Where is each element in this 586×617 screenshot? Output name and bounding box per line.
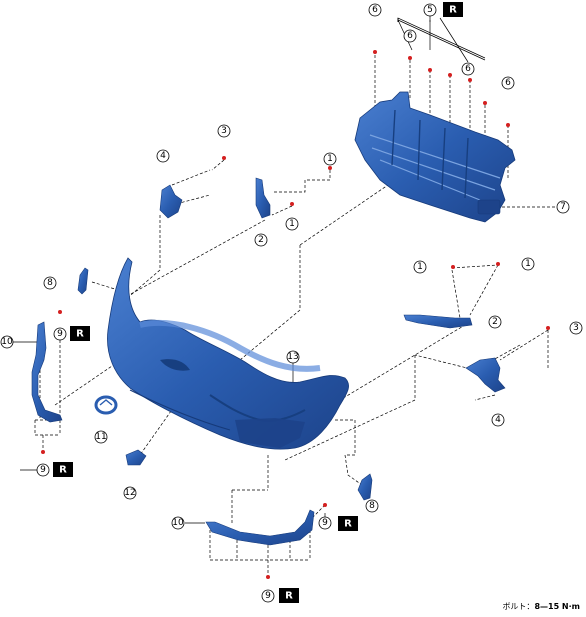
callout-12: 12 xyxy=(123,486,137,500)
callout-4-left: 4 xyxy=(156,149,170,163)
fastener-markers xyxy=(41,50,550,579)
callout-1-mid: 1 xyxy=(285,217,299,231)
svg-text:9: 9 xyxy=(40,465,46,475)
callout-11: 11 xyxy=(94,430,108,444)
callout-2-left: 2 xyxy=(254,233,268,247)
callout-6-a: 6 xyxy=(368,3,382,17)
callout-1-upper: 1 xyxy=(323,152,337,166)
svg-text:1: 1 xyxy=(417,262,423,272)
callout-10-lower: 10 xyxy=(171,516,185,530)
svg-text:3: 3 xyxy=(573,323,579,333)
bracket-right-4 xyxy=(465,357,506,393)
callout-4-right: 4 xyxy=(491,413,505,427)
svg-text:8: 8 xyxy=(369,501,375,511)
svg-text:11: 11 xyxy=(95,432,106,442)
replace-mark-9-left-lower: R xyxy=(53,462,73,477)
svg-text:R: R xyxy=(76,329,84,340)
bracket-12 xyxy=(125,449,147,466)
lower-grille-10 xyxy=(205,509,315,546)
callout-1-right-b: 1 xyxy=(521,257,535,271)
callout-6-d: 6 xyxy=(501,76,515,90)
callout-9-bottom: 9 xyxy=(261,589,275,603)
torque-value: 8—15 N·m xyxy=(534,602,580,611)
svg-text:R: R xyxy=(59,465,67,476)
svg-text:R: R xyxy=(449,5,457,16)
svg-text:1: 1 xyxy=(327,154,333,164)
callout-1-right-a: 1 xyxy=(413,260,427,274)
front-emblem-11 xyxy=(94,395,118,415)
callout-10-left: 10 xyxy=(0,335,14,349)
svg-text:9: 9 xyxy=(322,518,328,528)
bracket-right-8 xyxy=(357,473,373,501)
svg-text:6: 6 xyxy=(372,5,378,15)
svg-text:6: 6 xyxy=(465,64,471,74)
svg-text:R: R xyxy=(285,591,293,602)
svg-text:8: 8 xyxy=(47,278,53,288)
svg-text:2: 2 xyxy=(492,317,498,327)
callout-8-right: 8 xyxy=(365,499,379,513)
callout-6-c: 6 xyxy=(461,62,475,76)
svg-text:12: 12 xyxy=(124,488,135,498)
callout-5: 5 xyxy=(423,3,437,17)
svg-text:7: 7 xyxy=(560,202,566,212)
replace-mark-9-bottom: R xyxy=(279,588,299,603)
svg-text:1: 1 xyxy=(289,219,295,229)
callout-7: 7 xyxy=(556,200,570,214)
callout-9-right: 9 xyxy=(318,516,332,530)
bracket-right-2 xyxy=(403,314,473,329)
svg-text:2: 2 xyxy=(258,235,264,245)
svg-text:6: 6 xyxy=(505,78,511,88)
front-bumper xyxy=(107,257,350,450)
svg-text:6: 6 xyxy=(407,31,413,41)
callout-6-b: 6 xyxy=(403,29,417,43)
torque-label: ボルト： xyxy=(502,602,535,611)
callout-9-left-lower: 9 xyxy=(36,463,50,477)
replace-mark-5: R xyxy=(443,2,463,17)
svg-text:9: 9 xyxy=(57,329,63,339)
torque-specification: ボルト：8—15 N·m xyxy=(502,601,580,612)
callout-13: 13 xyxy=(286,350,300,364)
bracket-upper-2 xyxy=(255,177,271,219)
svg-text:3: 3 xyxy=(221,126,227,136)
svg-text:5: 5 xyxy=(427,5,433,15)
callout-3-right: 3 xyxy=(569,321,583,335)
svg-text:R: R xyxy=(344,519,352,530)
bracket-left-4 xyxy=(159,184,183,219)
svg-text:10: 10 xyxy=(1,337,13,347)
callout-9-left-upper: 9 xyxy=(53,327,67,341)
svg-text:10: 10 xyxy=(172,518,184,528)
radiator-grille-support xyxy=(354,91,516,223)
callout-2-right: 2 xyxy=(488,315,502,329)
replace-mark-9-right: R xyxy=(338,516,358,531)
svg-text:4: 4 xyxy=(495,415,501,425)
callout-8-left: 8 xyxy=(43,276,57,290)
svg-text:9: 9 xyxy=(265,591,271,601)
svg-text:4: 4 xyxy=(160,151,166,161)
replace-mark-9-left-upper: R xyxy=(70,326,90,341)
bracket-left-8 xyxy=(77,267,89,295)
callout-3-left: 3 xyxy=(217,124,231,138)
svg-text:13: 13 xyxy=(287,352,298,362)
side-bracket-left-10 xyxy=(31,321,63,423)
svg-text:1: 1 xyxy=(525,259,531,269)
